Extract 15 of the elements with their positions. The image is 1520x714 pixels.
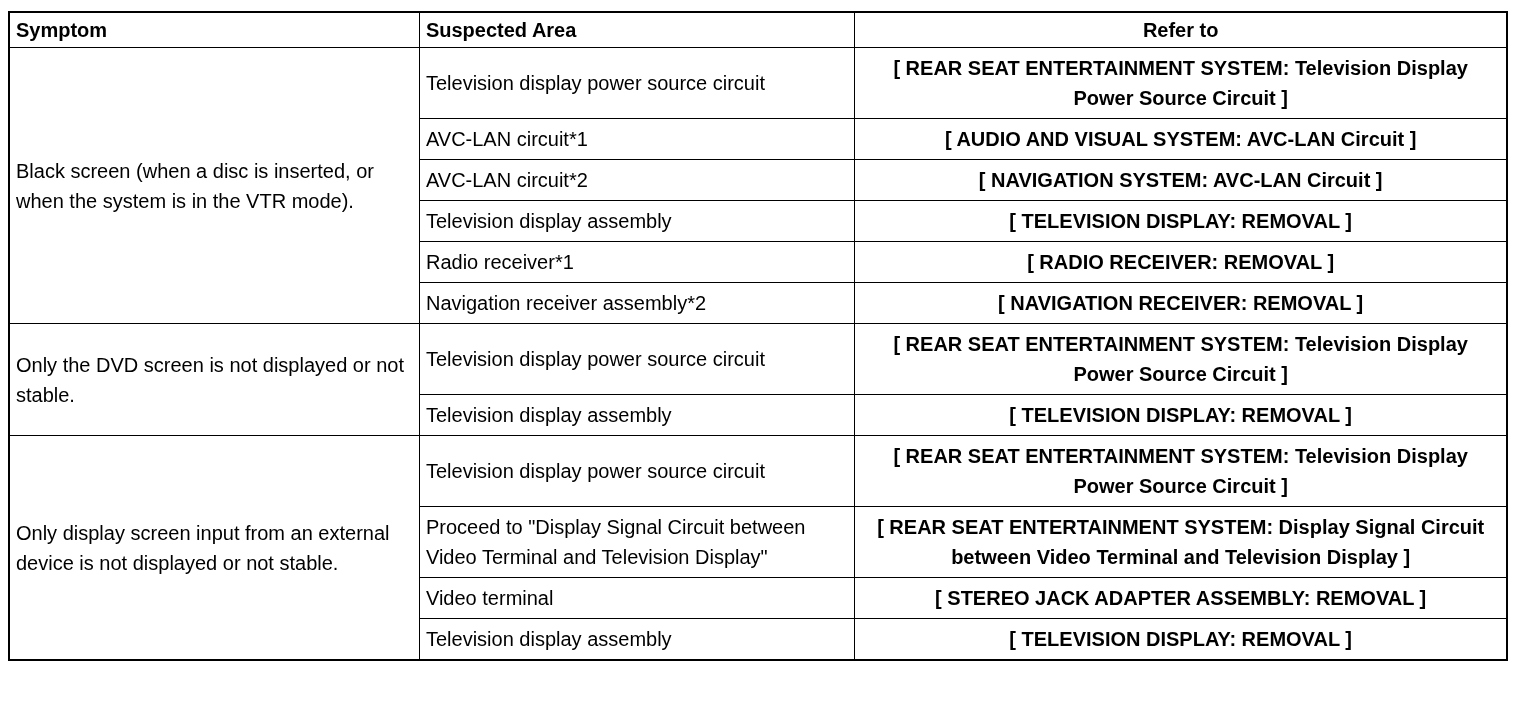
column-header: Symptom	[9, 12, 420, 48]
suspected-area-cell: Television display assembly	[419, 200, 855, 242]
symptom-cell: Only the DVD screen is not displayed or not stable.	[9, 323, 420, 436]
suspected-area-cell: Radio receiver*1	[419, 241, 855, 283]
suspected-area-cell: Navigation receiver assembly*2	[419, 282, 855, 324]
suspected-area-cell: Proceed to "Display Signal Circuit between Video Terminal and Television Display"	[419, 506, 855, 578]
suspected-area-cell: Television display power source circuit	[419, 323, 855, 395]
column-header: Suspected Area	[419, 12, 855, 48]
symptom-cell: Black screen (when a disc is inserted, or when the system is in the VTR mode).	[9, 47, 420, 324]
suspected-area-cell: Television display assembly	[419, 394, 855, 436]
suspected-area-cell: Television display power source circuit	[419, 47, 855, 119]
suspected-area-cell: AVC-LAN circuit*2	[419, 159, 855, 201]
suspected-area-cell: Video terminal	[419, 577, 855, 619]
suspected-area-cell: Television display power source circuit	[419, 435, 855, 507]
suspected-area-cell: AVC-LAN circuit*1	[419, 118, 855, 160]
